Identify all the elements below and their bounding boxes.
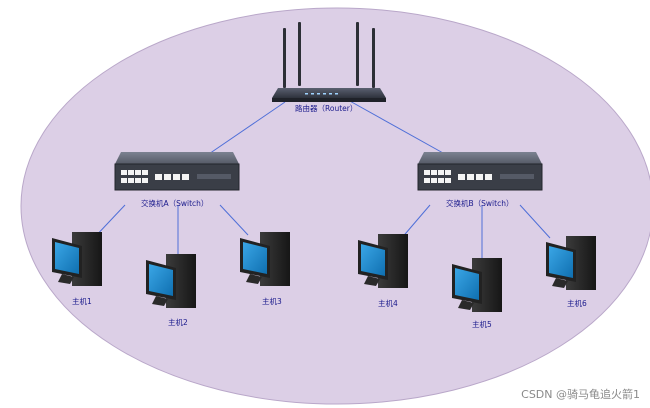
watermark: CSDN @骑马龟追火箭1 xyxy=(521,388,640,401)
host3-computer-icon xyxy=(240,232,290,286)
network-boundary-ellipse xyxy=(20,7,650,405)
switch-a-icon xyxy=(114,152,240,191)
switch-a-label: 交换机A（Switch） xyxy=(141,199,209,208)
host2-computer-icon xyxy=(146,254,196,308)
link-switch-a-host3 xyxy=(219,204,249,236)
host1-computer-icon xyxy=(52,232,102,286)
link-router-switch-b xyxy=(347,99,453,159)
host2-label: 主机2 xyxy=(168,318,188,327)
host6-label: 主机6 xyxy=(567,299,587,308)
host4-label: 主机4 xyxy=(378,299,398,308)
host6-computer-icon xyxy=(546,236,596,290)
host5-label: 主机5 xyxy=(472,320,492,329)
host4-computer-icon xyxy=(358,234,408,288)
host3-label: 主机3 xyxy=(262,297,282,306)
router-label: 路由器（Router） xyxy=(295,104,358,113)
host1-label: 主机1 xyxy=(72,297,92,306)
link-router-switch-a xyxy=(202,101,286,159)
link-switch-b-host6 xyxy=(519,204,551,239)
switch-b-label: 交换机B（Switch） xyxy=(446,199,514,208)
router-icon xyxy=(272,22,386,102)
host5-computer-icon xyxy=(452,258,502,312)
switch-b-icon xyxy=(417,152,543,191)
network-links xyxy=(91,99,551,258)
